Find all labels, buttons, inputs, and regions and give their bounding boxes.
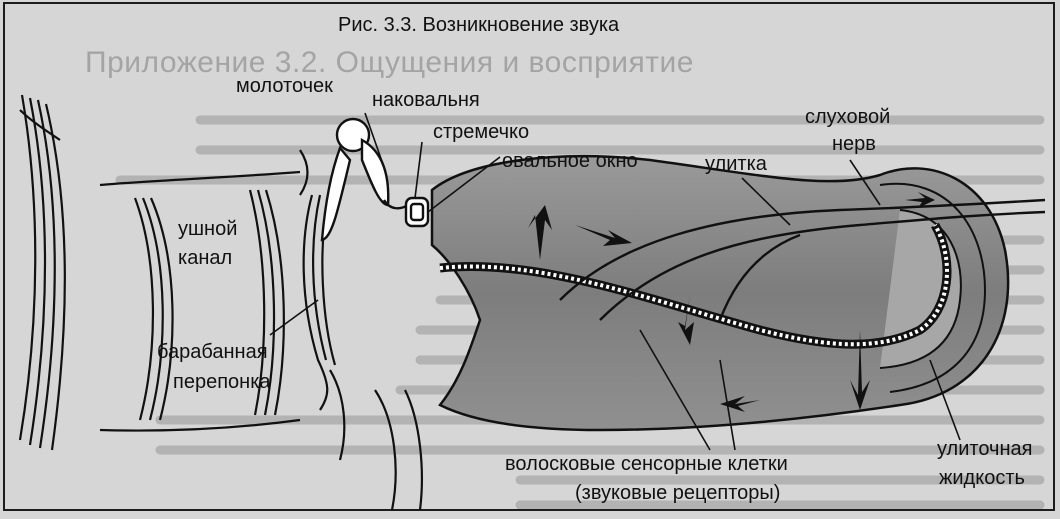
label-cochlea: улитка [705, 152, 767, 176]
label-hammer: молоточек [236, 74, 333, 98]
label-ear-canal-1: ушной [178, 217, 237, 241]
anvil-body [362, 140, 388, 205]
label-eardrum-1: барабанная [157, 340, 268, 364]
label-ear-canal-2: канал [178, 246, 232, 270]
hammer-handle [322, 148, 350, 240]
label-cochlear-fluid-2: жидкость [939, 466, 1025, 490]
figure-caption: Рис. 3.3. Возникновение звука [338, 14, 619, 37]
label-anvil: наковальня [372, 88, 480, 112]
label-hair-cells-1: волосковые сенсорные клетки [505, 452, 788, 476]
label-cochlear-fluid-1: улиточная [937, 437, 1032, 461]
ossicles [322, 119, 428, 240]
label-oval-window: овальное окно [502, 149, 638, 173]
label-auditory-nerve-2: нерв [832, 132, 876, 156]
label-auditory-nerve-1: слуховой [805, 105, 890, 129]
label-eardrum-2: перепонка [173, 370, 271, 394]
label-hair-cells-2: (звуковые рецепторы) [575, 481, 780, 505]
stirrup-base [406, 198, 428, 226]
label-stirrup: стремечко [433, 120, 529, 144]
